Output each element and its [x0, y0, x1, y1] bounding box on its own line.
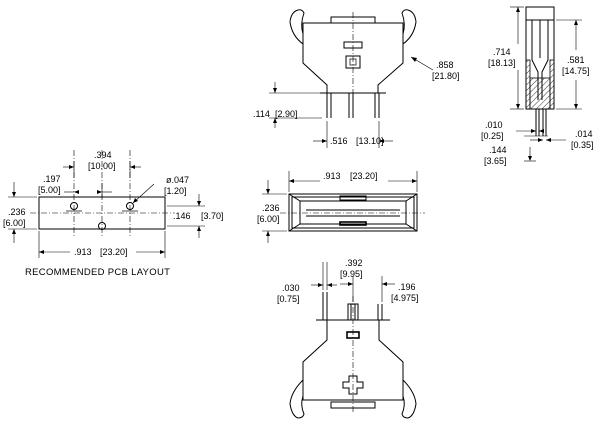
front-center-spacing-dim-mm: [9.95]: [340, 269, 363, 279]
pcb-hole-offset-dim: .197: [43, 174, 61, 184]
pcb-width-dim: .913: [74, 247, 92, 257]
pcb-hole: [70, 202, 78, 210]
front-center-spacing-dim: .392: [345, 258, 363, 268]
pcb-height-dim: .236: [8, 207, 26, 217]
lead-length-dim-mm: [3.65]: [484, 156, 507, 166]
top-height-dim-mm: [6.00]: [257, 214, 280, 224]
pcb-caption: RECOMMENDED PCB LAYOUT: [25, 267, 170, 278]
pcb-row-spacing-dim-mm: [3.70]: [201, 211, 224, 221]
front-pin-width-dim-mm: [0.75]: [277, 294, 300, 304]
holder-side-view: .714 [18.13] .581 [14.75] .010 [0.25] .0…: [481, 6, 594, 166]
diameter-dim-mm: [21.80]: [432, 71, 460, 81]
top-height-dim: .236: [262, 203, 280, 213]
thickness-dim: .010: [485, 120, 503, 130]
top-width-dim: .913: [323, 171, 341, 181]
pcb-hole: [98, 222, 106, 230]
top-width-dim-mm: [23.20]: [350, 171, 378, 181]
pcb-hole-diameter-dim: ø.047: [166, 175, 189, 185]
side-height-dim-mm: [18.13]: [488, 58, 516, 68]
lead-width-dim: .014: [575, 129, 593, 139]
diameter-dim: .858: [436, 60, 454, 70]
pin-height-dim-mm: [2.90]: [275, 109, 298, 119]
holder-elevation-view: .858 [21.80] .114 [2.90] .516 [13.10]: [253, 9, 460, 148]
lead-length-dim: .144: [489, 145, 507, 155]
lead-width-dim-mm: [0.35]: [571, 140, 594, 150]
pcb-width-dim-mm: [23.20]: [100, 247, 128, 257]
pcb-hole-spacing-dim-mm: [10.00]: [88, 161, 116, 171]
pcb-hole: [126, 202, 134, 210]
front-offset-dim: .196: [398, 282, 416, 292]
front-pin-width-dim: .030: [282, 283, 300, 293]
holder-front-view: .030 [0.75] .392 [9.95] .196 [4.975]: [277, 258, 419, 419]
side-inner-height-dim: .581: [567, 55, 585, 65]
pcb-hole-offset-dim-mm: [5.00]: [38, 185, 61, 195]
pin-height-dim: .114: [253, 109, 270, 119]
pcb-height-dim-mm: [6.00]: [3, 218, 26, 228]
pcb-layout-view: .394 [10.00] .197 [5.00] ø.047 [1.20] .2…: [3, 150, 224, 278]
pin-spacing-dim-mm: [13.10]: [356, 136, 384, 146]
pin-spacing-dim: .516: [330, 136, 348, 146]
front-offset-dim-mm: [4.975]: [391, 293, 419, 303]
side-height-dim: .714: [493, 47, 511, 57]
thickness-dim-mm: [0.25]: [481, 131, 504, 141]
pcb-row-spacing-dim: .146: [173, 211, 191, 221]
holder-top-view: .913 [23.20] .236 [6.00]: [257, 171, 425, 243]
pcb-hole-spacing-dim: .394: [94, 150, 112, 160]
pcb-hole-diameter-dim-mm: [1.20]: [164, 186, 187, 196]
side-inner-height-dim-mm: [14.75]: [562, 66, 590, 76]
